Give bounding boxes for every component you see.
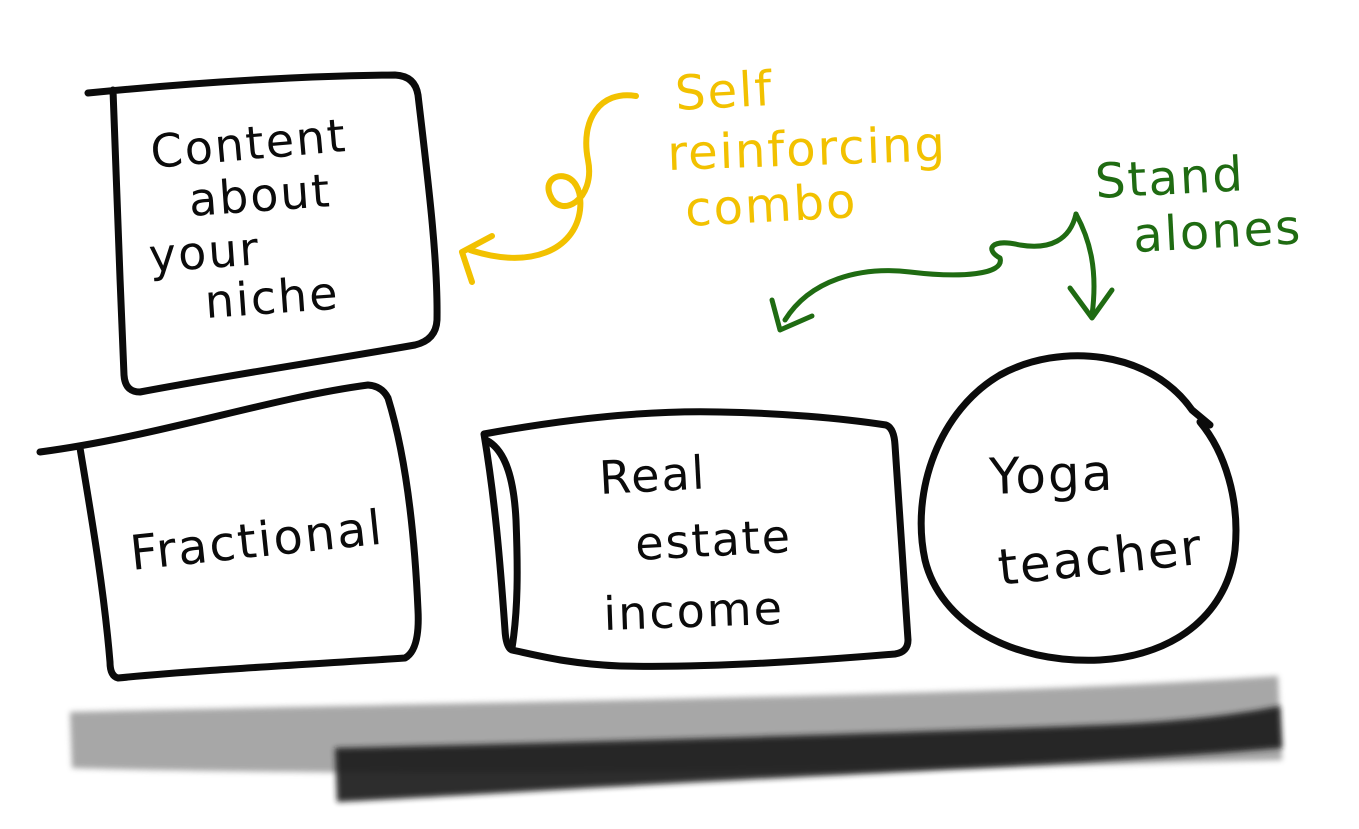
content-box-line-2: about — [187, 163, 333, 227]
fractional-box-label: Fractional — [127, 500, 386, 582]
self-reinforcing-arrowhead — [459, 233, 495, 285]
stand-alones-arrowhead-right — [1067, 285, 1115, 321]
real-estate-box-inner-edge — [482, 436, 521, 652]
foundation-bar-dark — [335, 706, 1282, 802]
fractional-box: Fractional — [36, 381, 422, 682]
self-reinforcing-arrow — [467, 92, 639, 261]
stand-alones-line-1: Stand — [1094, 146, 1246, 210]
foundation-bar — [70, 676, 1282, 802]
real-estate-line-1: Real — [598, 445, 708, 505]
self-reinforcing-line-1: Self — [674, 61, 775, 122]
real-estate-line-3: income — [602, 581, 784, 641]
real-estate-box-outline — [480, 408, 912, 670]
stand-alones-annotation: Stand alones — [769, 146, 1304, 333]
content-box-line-4: niche — [203, 266, 341, 329]
content-box-outline — [84, 71, 441, 396]
fractional-box-outline — [36, 381, 422, 682]
stand-alones-arrowhead-left — [769, 297, 815, 333]
content-box-line-3: your — [147, 221, 262, 283]
yoga-circle-outline — [917, 352, 1240, 664]
stand-alones-line-2: alones — [1132, 199, 1304, 264]
real-estate-box: Real estate income — [480, 408, 912, 670]
stand-alones-arrow-right — [1073, 211, 1097, 318]
self-reinforcing-line-2: reinforcing — [666, 116, 947, 182]
self-reinforcing-annotation: Self reinforcing combo — [459, 61, 948, 285]
self-reinforcing-line-3: combo — [684, 173, 859, 238]
content-box: Content about your niche — [84, 71, 441, 396]
real-estate-line-2: estate — [634, 509, 793, 571]
yoga-line-2: teacher — [995, 518, 1205, 597]
yoga-circle: Yoga teacher — [917, 352, 1240, 664]
yoga-line-1: Yoga — [987, 444, 1115, 506]
stand-alones-arrow-left — [782, 211, 1079, 323]
